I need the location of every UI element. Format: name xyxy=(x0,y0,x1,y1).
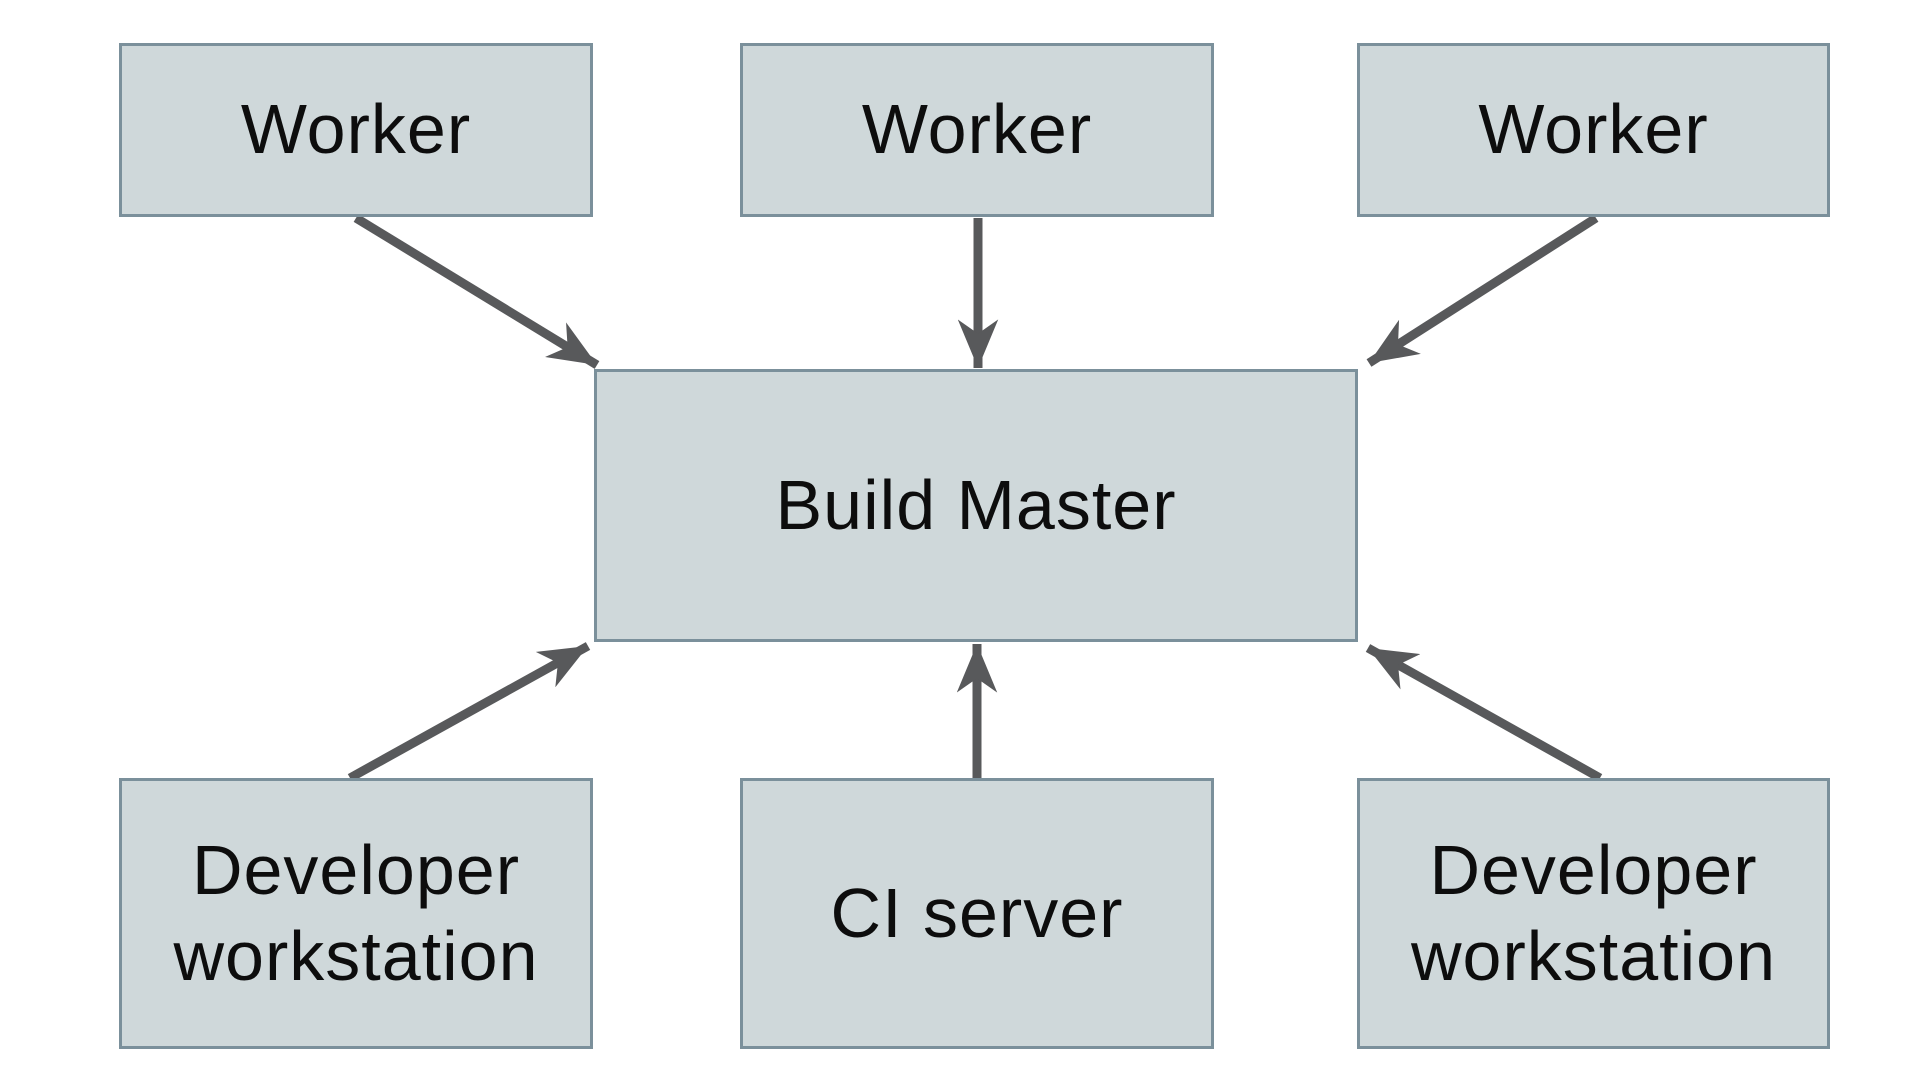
node-developer-workstation-right-label: Developer workstation xyxy=(1410,831,1777,995)
node-build-master: Build Master xyxy=(594,369,1358,642)
edge-worker-1-to-build-master xyxy=(353,214,600,369)
node-ci-server-label: CI server xyxy=(830,873,1124,952)
node-worker-3-label: Worker xyxy=(1478,90,1709,169)
edge-worker-3-to-build-master xyxy=(1366,214,1599,367)
node-build-master-label: Build Master xyxy=(775,465,1177,544)
node-ci-server: CI server xyxy=(740,778,1214,1049)
node-worker-1-label: Worker xyxy=(240,90,472,169)
edge-dev-right-to-build-master xyxy=(1365,644,1603,782)
edge-dev-left-to-build-master xyxy=(347,642,591,782)
node-worker-1: Worker xyxy=(119,43,593,217)
node-developer-workstation-left-label: Developer workstation xyxy=(173,831,539,995)
node-worker-2-label: Worker xyxy=(861,90,1093,169)
node-developer-workstation-right: Developer workstation xyxy=(1357,778,1830,1049)
node-worker-2: Worker xyxy=(740,43,1214,217)
node-worker-3: Worker xyxy=(1357,43,1830,217)
node-developer-workstation-left: Developer workstation xyxy=(119,778,593,1049)
